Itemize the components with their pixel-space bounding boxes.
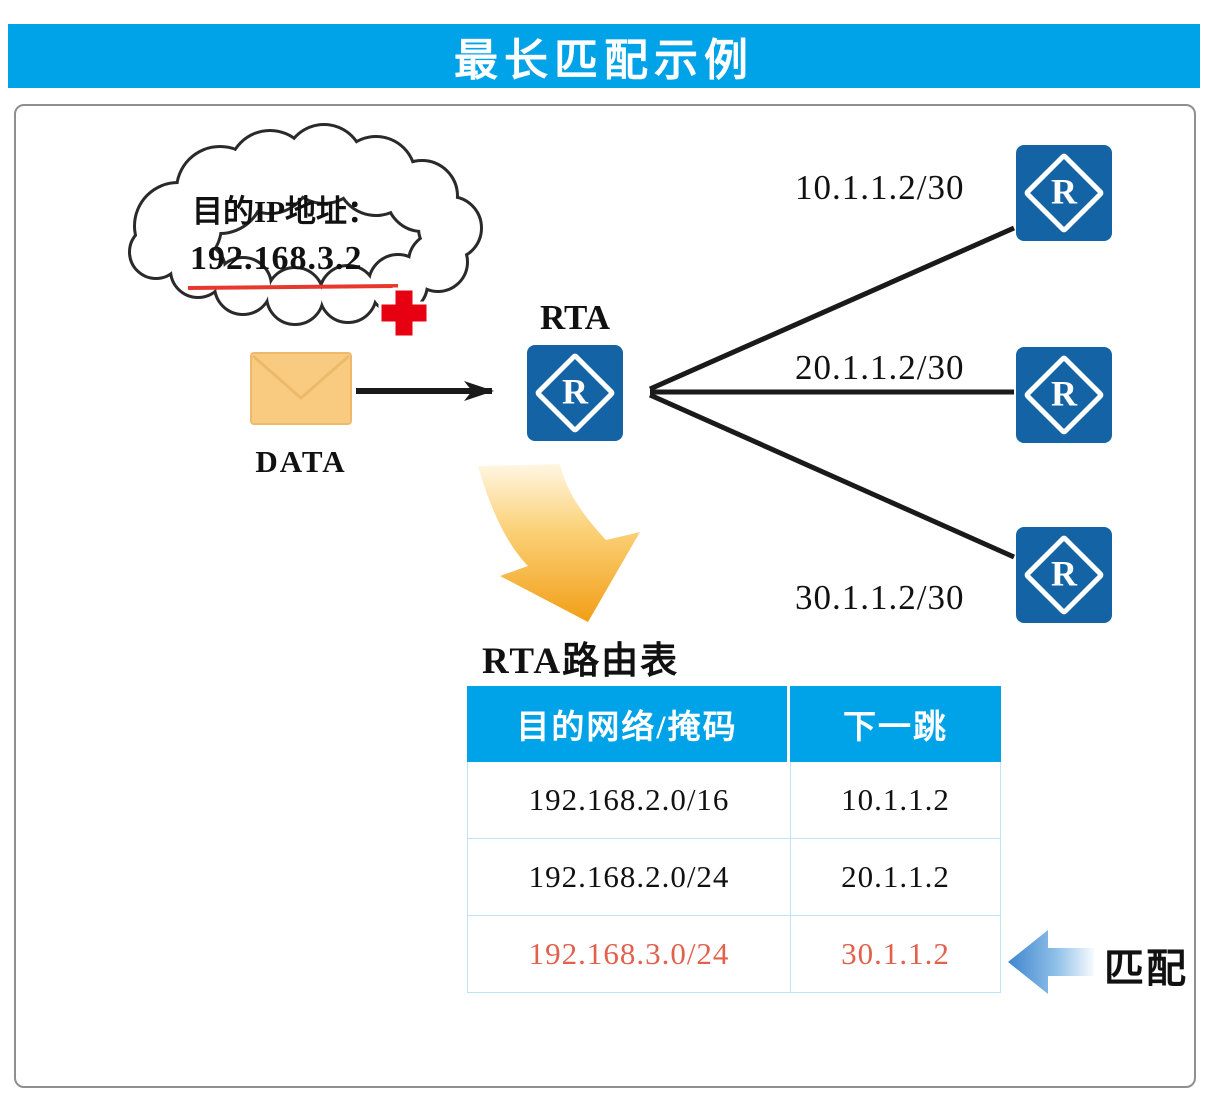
router-letter: R <box>1051 171 1077 212</box>
col-header-destination: 目的网络/掩码 <box>467 686 790 762</box>
cell-nexthop: 20.1.1.2 <box>790 839 1001 916</box>
cell-destination: 192.168.2.0/16 <box>467 762 790 839</box>
routing-table-title: RTA路由表 <box>482 641 680 682</box>
match-label: 匹配 <box>1104 946 1188 991</box>
link-label-3: 30.1.1.2/30 <box>795 578 965 617</box>
cell-nexthop: 30.1.1.2 <box>790 916 1001 993</box>
table-row-highlighted: 192.168.3.0/24 30.1.1.2 <box>467 916 1001 993</box>
envelope-icon <box>250 352 352 425</box>
link-label-1: 10.1.1.2/30 <box>795 168 965 207</box>
link-label-2: 20.1.1.2/30 <box>795 348 965 387</box>
cell-nexthop: 10.1.1.2 <box>790 762 1001 839</box>
cloud-dest-ip-label: 目的IP地址： <box>192 194 378 229</box>
col-header-nexthop: 下一跳 <box>843 710 948 746</box>
cloud-dest-ip-value: 192.168.3.2 <box>190 240 363 277</box>
data-packet-label: DATA <box>255 444 347 479</box>
rta-label: RTA <box>539 298 611 337</box>
page-title: 最长匹配示例 <box>454 36 754 85</box>
routing-table: 目的网络/掩码 下一跳 192.168.2.0/16 10.1.1.2 192.… <box>467 686 1001 993</box>
router-letter: R <box>1051 553 1077 594</box>
router-letter: R <box>1051 373 1077 414</box>
router-icon-1: R <box>1016 145 1112 241</box>
router-icon-3: R <box>1016 527 1112 623</box>
cell-destination: 192.168.3.0/24 <box>467 916 790 993</box>
table-row: 192.168.2.0/16 10.1.1.2 <box>467 762 1001 839</box>
router-letter: R <box>562 371 588 412</box>
router-icon-2: R <box>1016 347 1112 443</box>
table-row: 192.168.2.0/24 20.1.1.2 <box>467 839 1001 916</box>
data-packet-envelope <box>250 352 352 425</box>
cell-destination: 192.168.2.0/24 <box>467 839 790 916</box>
rta-router-icon: R <box>527 345 623 441</box>
header-bar: 最长匹配示例 <box>8 24 1200 88</box>
routing-table-header: 目的网络/掩码 下一跳 <box>467 686 1001 762</box>
